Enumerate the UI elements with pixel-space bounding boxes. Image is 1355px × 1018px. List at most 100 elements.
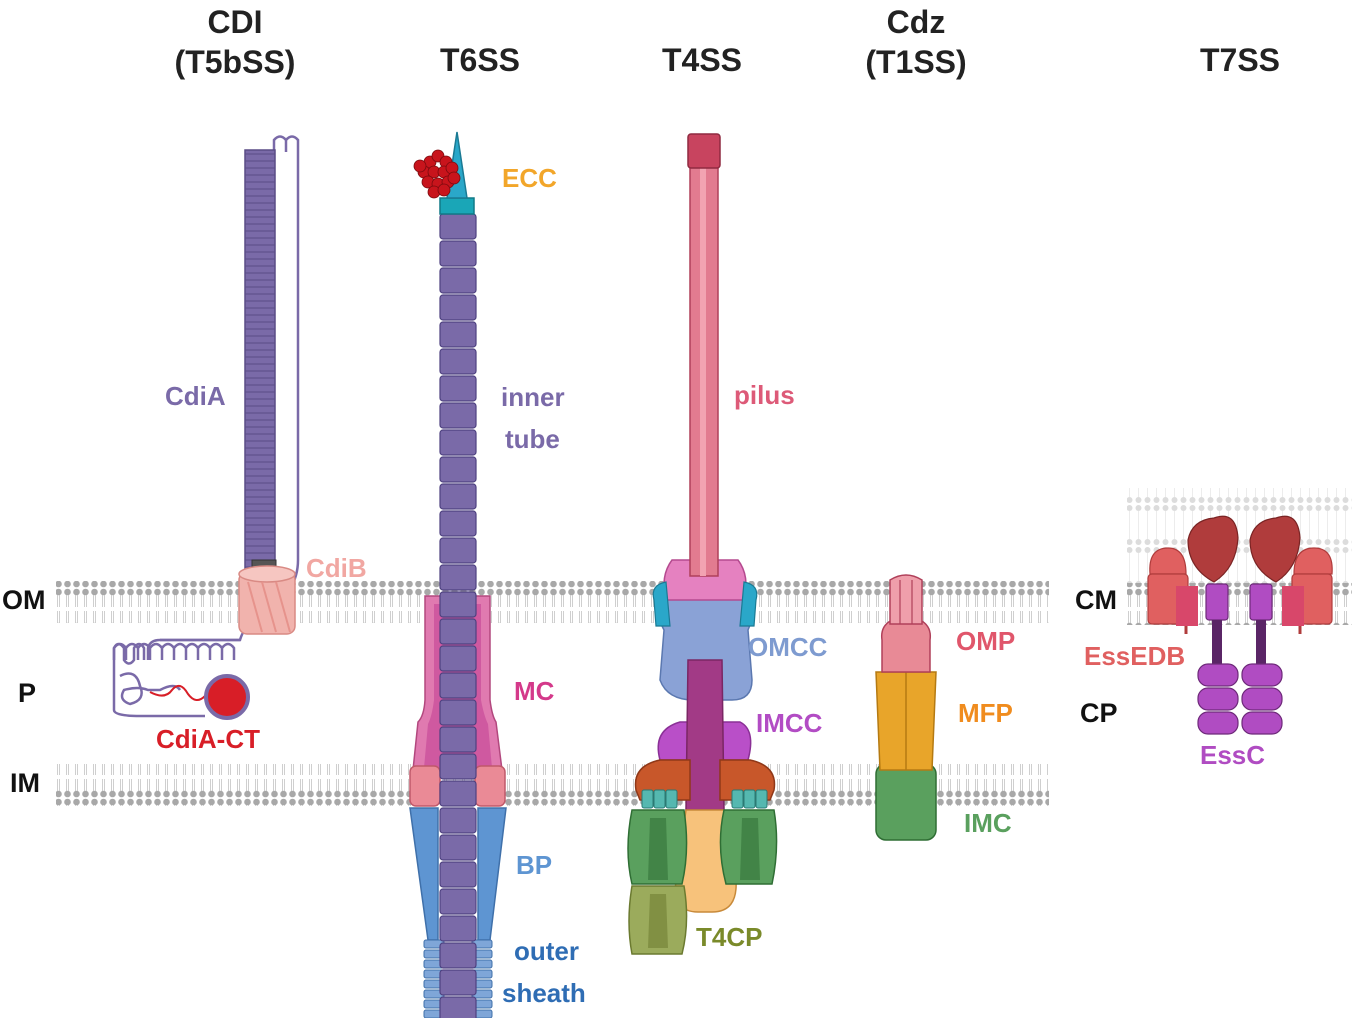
esse-left [1149,547,1187,575]
label-p: P [18,678,37,708]
teal-block-left [641,789,654,809]
label-om: OM [2,585,46,615]
tube-segment [439,753,477,780]
cdia-ct-linker [149,684,206,701]
title-t6ss: T6SS [439,42,521,78]
tube-segment [439,240,477,267]
label-cp: CP [1080,698,1118,728]
essc-right-tm [1249,583,1273,621]
teal-block-right [743,789,756,809]
label-mfp: MFP [958,698,1013,728]
tube-segment [439,402,477,429]
imcc-stalk [685,659,725,811]
t4ss-system [627,133,778,955]
label-cdib: CdiB [306,553,367,583]
label-pilus: pilus [734,380,795,410]
omp-body [880,619,932,673]
cdib-barrel-top [238,565,296,583]
essc-domain [1241,663,1283,687]
tube-segment [439,942,477,969]
cdib-barrel-stripes [247,581,291,633]
tube-segment [439,888,477,915]
tube-segment [439,483,477,510]
inner-tube [439,213,477,1018]
tube-segment [439,348,477,375]
teal-block-left [665,789,678,809]
tube-segment [439,834,477,861]
label-inner-tube-1: inner [501,382,565,412]
tube-segment [439,861,477,888]
t4cp-green-right-core [740,818,760,880]
tube-segment [439,915,477,942]
cdia-shaft-body [244,149,276,575]
baseplate-left [409,807,439,941]
title-cdi: CDI (T5bSS) [150,2,320,82]
title-cdi-line2: (T5bSS) [174,44,296,80]
tube-segment [439,456,477,483]
mc-anchor-right [474,765,506,807]
pilus-tip [687,133,721,169]
cdi-system [112,135,300,720]
title-cdz-line1: Cdz [886,4,946,40]
tube-segment [439,672,477,699]
label-cm: CM [1075,585,1117,615]
t6ss-system [409,131,507,1018]
label-ecc: ECC [502,163,557,193]
t4cp-green-left-core [648,818,668,880]
tube-segment [439,699,477,726]
essedb-right-tm [1282,586,1304,626]
omp-strands [899,580,913,624]
tube-segment [439,996,477,1018]
label-cdia-ct: CdiA-CT [156,724,260,754]
cdia-wiggle-path [112,642,236,660]
tube-segment [439,510,477,537]
cdz-system [875,574,937,841]
tube-segment [439,213,477,240]
effector-blob [413,159,427,173]
mc-anchor-left [409,765,441,807]
label-essedb: EssEDB [1084,641,1186,671]
tube-segment [439,564,477,591]
label-im: IM [10,768,40,798]
ecc-base [439,197,475,215]
tube-segment [439,591,477,618]
title-cdi-line1: CDI [207,4,263,40]
label-bp: BP [516,850,553,880]
teal-block-right [755,789,768,809]
essc-domain [1197,687,1239,711]
pilus-shaft-highlight [700,166,706,576]
essc-left-tm [1205,583,1229,621]
label-imcc: IMCC [756,708,823,738]
tube-segment [439,429,477,456]
title-t7ss: T7SS [1199,42,1281,78]
t4cp-olive-core [648,894,668,948]
title-cdz-line2: (T1SS) [865,44,967,80]
label-outer-sheath-2: sheath [502,978,586,1008]
label-outer-sheath-1: outer [514,936,579,966]
baseplate-right [477,807,507,941]
tube-segment [439,537,477,564]
teal-block-right [731,789,744,809]
outer-sheath [423,939,493,1018]
cdia-coiled-shaft [244,149,277,583]
essedb-left-tm [1176,586,1198,626]
label-imc: IMC [964,808,1012,838]
essc-domain [1197,711,1239,735]
label-omcc: OMCC [748,632,828,662]
label-inner-tube-2: tube [505,424,560,454]
effector-blob [447,171,461,185]
tube-segment [439,294,477,321]
cdia-periplasmic-segment [112,638,240,718]
cdia-wiggle-loops [112,642,236,660]
label-t4cp: T4CP [696,922,763,952]
tube-segment [439,645,477,672]
tube-segment [439,267,477,294]
t7ss-system [1147,515,1333,735]
tube-segment [439,780,477,807]
label-cdia: CdiA [165,381,226,411]
imc-body [875,763,937,841]
title-t4ss: T4SS [661,42,743,78]
label-mc: MC [514,676,555,706]
